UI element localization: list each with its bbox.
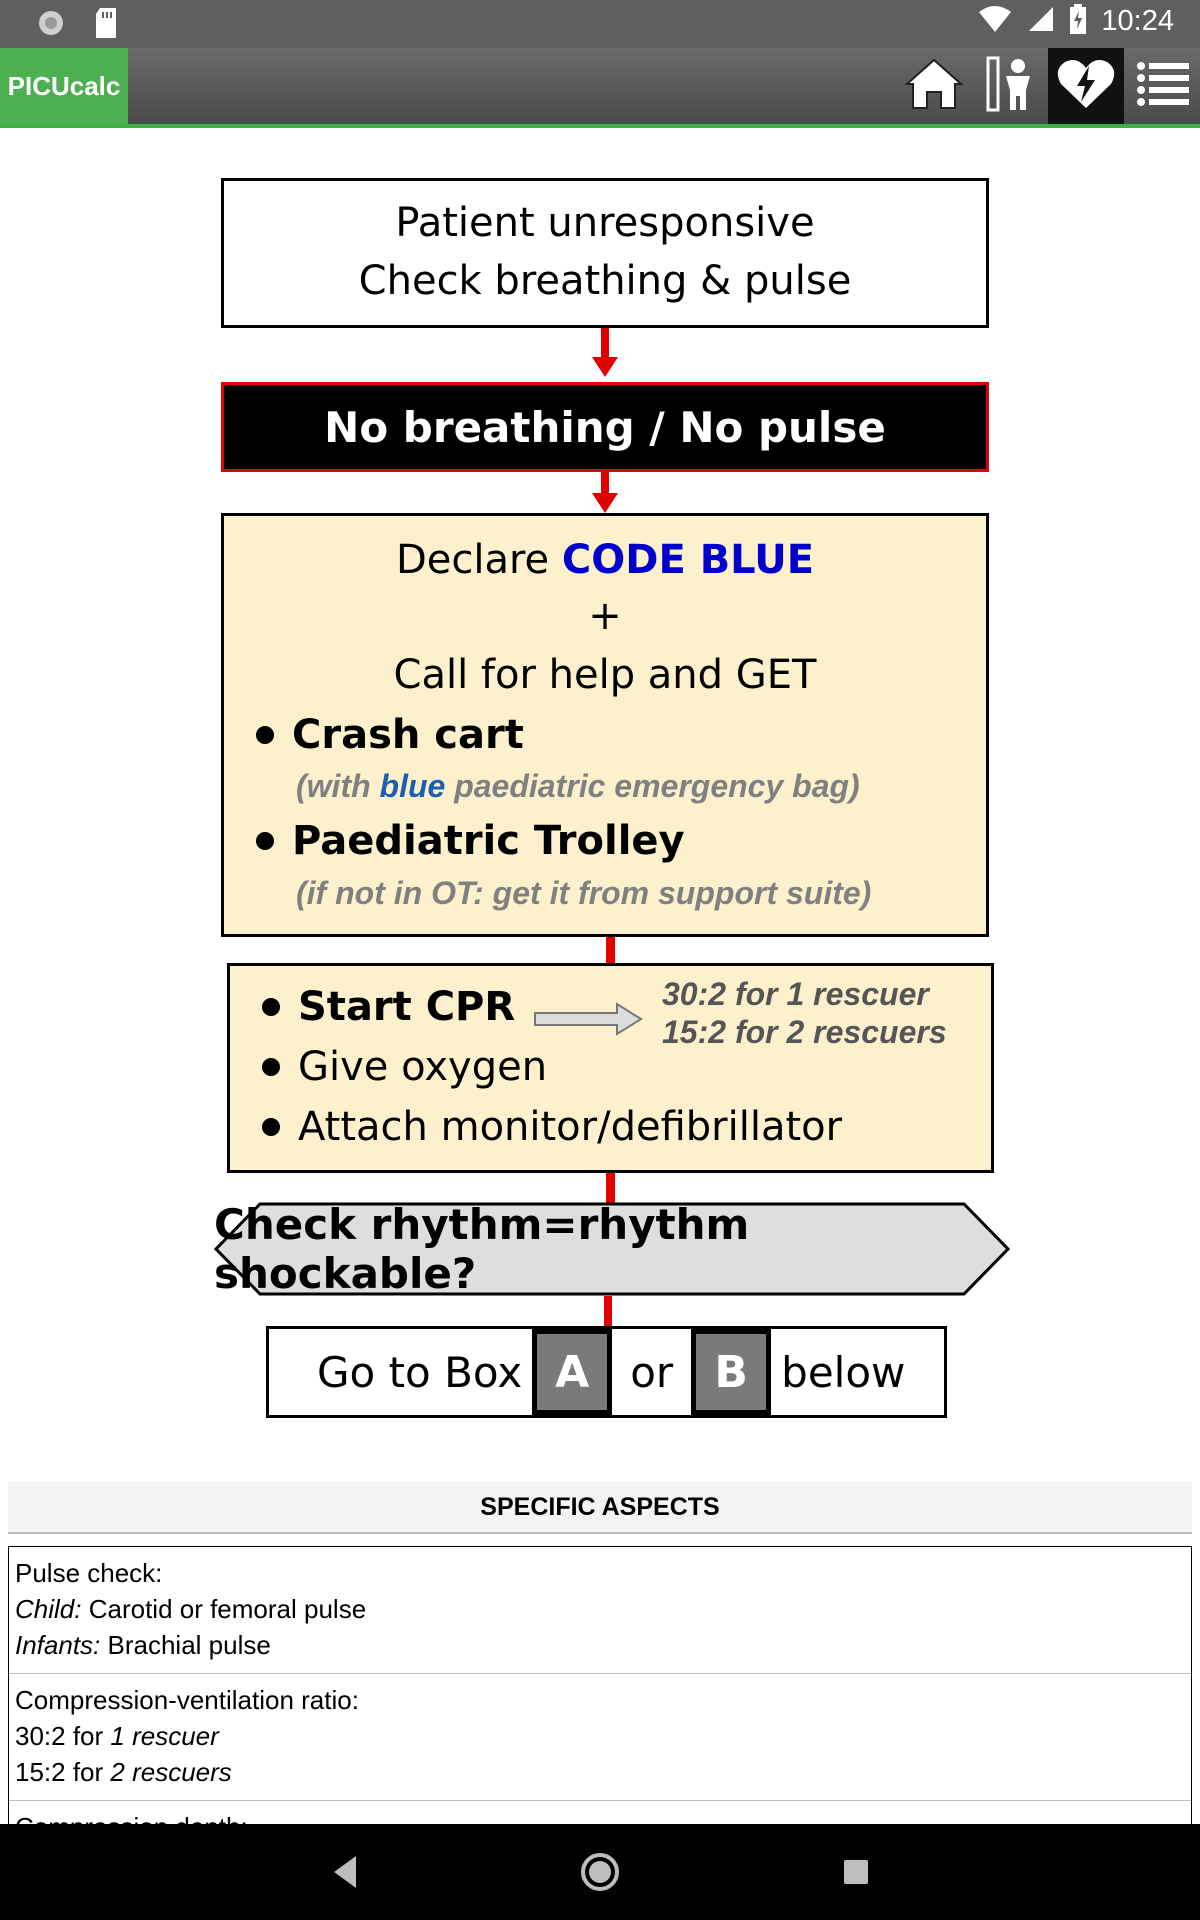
attach-monitor-item: Attach monitor/defibrillator [262, 1104, 842, 1150]
battery-charging-icon [1069, 4, 1087, 38]
cpr-ratio-note-1: 30:2 for 1 rescuer [662, 976, 929, 1012]
hexagon-shape [214, 1202, 1010, 1296]
resuscitation-button[interactable] [1048, 48, 1124, 124]
status-bar: 10:24 [0, 0, 1200, 48]
crash-cart-label: Crash cart [292, 712, 524, 758]
go-to-box-text: Go to Box [317, 1347, 523, 1397]
bullet-icon [262, 998, 280, 1016]
table-row: Compression-ventilation ratio: 30:2 for … [9, 1674, 1191, 1801]
crash-cart-note-a: (with [296, 768, 380, 804]
flow-box-unresponsive-line2: Check breathing & pulse [358, 258, 852, 304]
child-measure-button[interactable] [974, 48, 1050, 124]
recents-button[interactable] [842, 1848, 870, 1900]
child-label: Child: [15, 1594, 82, 1624]
flow-box-code-blue: Declare CODE BLUE + Call for help and GE… [221, 513, 989, 937]
flow-arrow-icon [592, 357, 618, 377]
infant-text: Brachial pulse [100, 1630, 271, 1660]
flow-connector [606, 937, 615, 964]
cpr-ratio-note-2: 15:2 for 2 rescuers [662, 1014, 947, 1050]
crash-cart-note-b: paediatric emergency bag) [445, 768, 860, 804]
ratio-1-em: 1 rescuer [110, 1721, 219, 1751]
flow-connector [606, 1173, 615, 1203]
declare-code-blue: Declare CODE BLUE [224, 534, 986, 586]
start-cpr-label: Start CPR [298, 984, 516, 1030]
ratio-title: Compression-ventilation ratio: [15, 1685, 359, 1715]
system-nav-bar [0, 1824, 1200, 1920]
give-oxygen-item: Give oxygen [262, 1044, 547, 1090]
paediatric-trolley-label: Paediatric Trolley [292, 818, 685, 864]
home-icon [903, 56, 965, 116]
box-b-tile: B [691, 1329, 772, 1415]
flow-box-no-pulse: No breathing / No pulse [221, 382, 989, 472]
crash-cart-item: Crash cart [256, 708, 986, 762]
clock: 10:24 [1101, 4, 1174, 37]
signal-icon [1027, 5, 1055, 37]
attach-monitor-label: Attach monitor/defibrillator [298, 1104, 843, 1150]
ratio-line-1: 30:2 for 1 rescuer [15, 1718, 1185, 1754]
flow-box-go-to: Go to Box A or B below [266, 1326, 947, 1418]
infant-label: Infants: [15, 1630, 101, 1660]
paediatric-trolley-note: (if not in OT: get it from support suite… [296, 875, 872, 911]
flow-arrow-icon [592, 493, 618, 513]
call-for-help-text: Call for help and GET [393, 652, 817, 698]
pulse-check-title: Pulse check: [15, 1558, 163, 1588]
app-bar: PICUcalc [0, 48, 1200, 128]
right-arrow-icon [533, 1002, 645, 1040]
ratio-1-text: 30:2 for [15, 1721, 111, 1751]
start-cpr-item: Start CPR [262, 984, 515, 1030]
menu-list-icon [1136, 59, 1192, 113]
flow-box-check-rhythm: Check rhythm=rhythm shockable? [214, 1200, 1010, 1298]
bullet-icon [262, 1118, 280, 1136]
specific-aspects-table: Pulse check: Child: Carotid or femoral p… [8, 1546, 1192, 1856]
flow-connector [601, 328, 609, 358]
home-button[interactable] [896, 48, 972, 124]
wifi-icon [977, 4, 1013, 38]
crash-cart-note: (with blue paediatric emergency bag) [296, 762, 986, 810]
bullet-icon [256, 726, 274, 744]
ratio-line-2: 15:2 for 2 rescuers [15, 1754, 1185, 1790]
child-text: Carotid or femoral pulse [81, 1594, 367, 1624]
crash-cart-note-blue: blue [379, 768, 446, 804]
ratio-2-em: 2 rescuers [110, 1757, 232, 1787]
settings-gear-icon [36, 8, 66, 42]
back-button[interactable] [330, 1848, 360, 1900]
child-measure-icon [984, 54, 1040, 118]
home-nav-button[interactable] [578, 1848, 622, 1900]
menu-button[interactable] [1126, 48, 1200, 124]
sd-card-icon [94, 8, 118, 42]
below-text: below [781, 1347, 906, 1397]
flow-box-unresponsive-line1: Patient unresponsive [395, 200, 815, 246]
pulse-check-child: Child: Carotid or femoral pulse [15, 1591, 1185, 1627]
app-brand-button[interactable]: PICUcalc [0, 48, 128, 124]
specific-aspects-header: SPECIFIC ASPECTS [8, 1482, 1192, 1534]
table-row: Pulse check: Child: Carotid or femoral p… [9, 1547, 1191, 1674]
give-oxygen-label: Give oxygen [298, 1044, 548, 1090]
paediatric-trolley-item: Paediatric Trolley [256, 814, 986, 868]
code-blue-text: CODE BLUE [561, 537, 815, 583]
declare-text: Declare [395, 537, 562, 583]
bullet-icon [262, 1058, 280, 1076]
flow-connector [604, 1296, 612, 1327]
check-rhythm-text: Check rhythm=rhythm shockable? [214, 1200, 750, 1298]
bullet-icon [256, 832, 274, 850]
flow-box-no-pulse-text: No breathing / No pulse [324, 402, 886, 452]
box-a-tile: A [532, 1329, 613, 1415]
pulse-check-infant: Infants: Brachial pulse [15, 1627, 1185, 1663]
ratio-2-text: 15:2 for [15, 1757, 111, 1787]
flow-connector [601, 472, 609, 494]
heart-defib-icon [1055, 56, 1117, 116]
flow-box-cpr: Start CPR 30:2 for 1 rescuer 15:2 for 2 … [227, 963, 994, 1173]
flow-box-unresponsive: Patient unresponsive Check breathing & p… [221, 178, 989, 328]
or-text: or [630, 1347, 674, 1397]
plus-sign: + [588, 593, 622, 639]
